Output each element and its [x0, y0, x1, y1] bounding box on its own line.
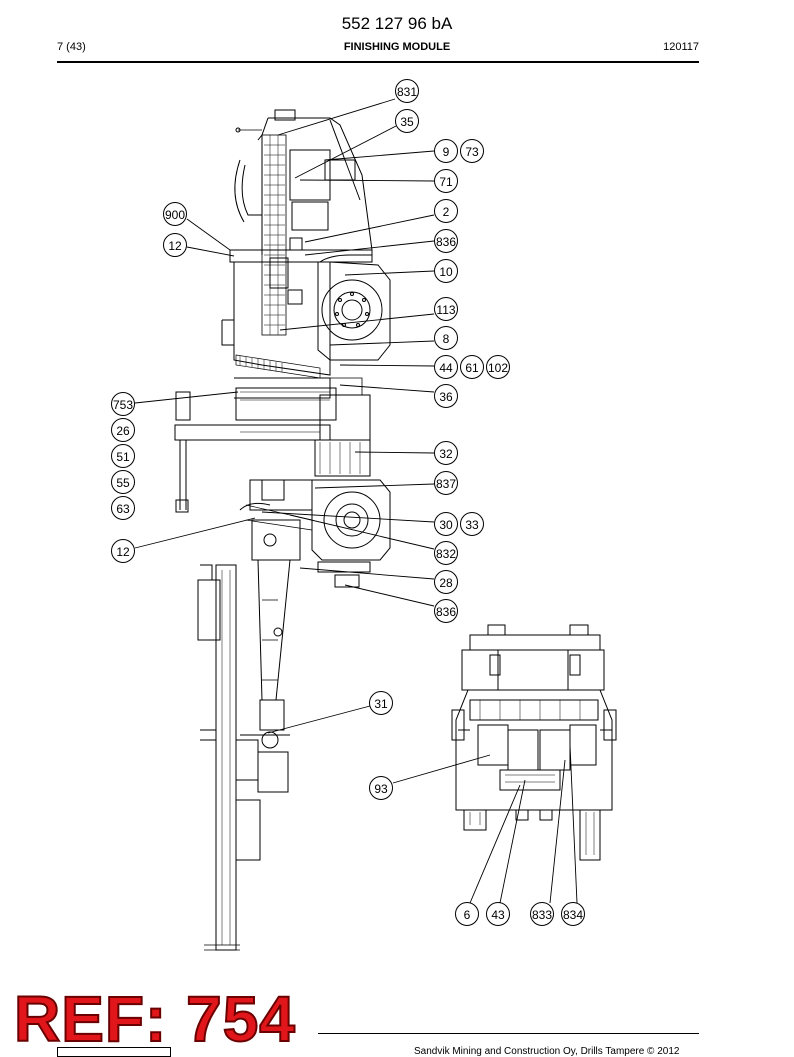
page-indicator: 7 (43) [57, 41, 86, 53]
callout-73: 73 [460, 139, 484, 163]
boom-arm-drawing [240, 519, 301, 793]
callout-102: 102 [486, 355, 510, 379]
callout-8: 8 [434, 326, 458, 350]
upper-wheel-drawing [317, 254, 391, 361]
callout-753: 753 [111, 392, 135, 416]
callout-30: 30 [434, 512, 458, 536]
page-title: FINISHING MODULE [343, 41, 451, 53]
callout-836-lower: 836 [434, 599, 458, 623]
callout-33: 33 [460, 512, 484, 536]
company-logo [57, 1047, 171, 1057]
callout-10: 10 [434, 259, 458, 283]
callout-12-upper: 12 [163, 233, 187, 257]
callout-833: 833 [530, 902, 554, 926]
callout-9: 9 [434, 139, 458, 163]
callout-831: 831 [395, 79, 419, 103]
callout-71: 71 [434, 169, 458, 193]
callout-113: 113 [434, 297, 458, 321]
callout-2: 2 [434, 199, 458, 223]
feed-beam-drawing [197, 564, 261, 951]
callout-32: 32 [434, 441, 458, 465]
mid-frame-drawing [174, 377, 371, 513]
footer-divider [318, 1033, 699, 1034]
callout-900: 900 [163, 202, 187, 226]
callout-834: 834 [561, 902, 585, 926]
callout-51: 51 [111, 444, 135, 468]
callout-31: 31 [369, 691, 393, 715]
callout-43: 43 [486, 902, 510, 926]
callout-26: 26 [111, 418, 135, 442]
callout-832: 832 [434, 541, 458, 565]
date-code: 120117 [663, 41, 699, 53]
callout-837: 837 [434, 471, 458, 495]
callout-44: 44 [434, 355, 458, 379]
footer-copyright: Sandvik Mining and Construction Oy, Dril… [414, 1046, 680, 1057]
lower-wheel-drawing [239, 479, 391, 588]
header-divider [57, 61, 699, 63]
callout-35: 35 [395, 109, 419, 133]
callout-63: 63 [111, 496, 135, 520]
front-view-drawing [451, 624, 617, 861]
callout-6: 6 [455, 902, 479, 926]
callout-836-upper: 836 [434, 229, 458, 253]
leader-lines [134, 98, 578, 904]
reference-watermark: REF: 754 [13, 982, 296, 1056]
callout-61: 61 [460, 355, 484, 379]
callout-93: 93 [369, 776, 393, 800]
callout-28: 28 [434, 570, 458, 594]
document-number: 552 127 96 bA [341, 14, 453, 33]
callout-12-lower: 12 [111, 539, 135, 563]
callout-55: 55 [111, 470, 135, 494]
carrier-body-drawing [221, 109, 373, 379]
callout-36: 36 [434, 384, 458, 408]
